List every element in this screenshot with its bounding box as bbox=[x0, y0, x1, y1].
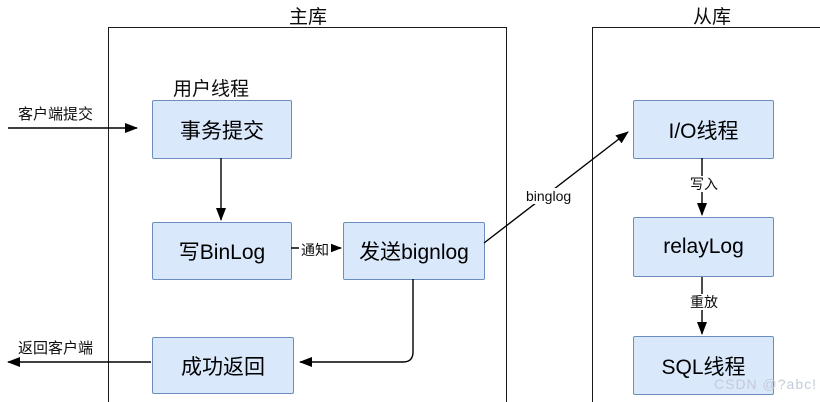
node-relay-log: relayLog bbox=[633, 217, 774, 277]
user-thread-label: 用户线程 bbox=[172, 79, 249, 100]
slave-group-title: 从库 bbox=[692, 7, 731, 28]
label-binglog: binglog bbox=[524, 188, 574, 205]
node-transaction-commit: 事务提交 bbox=[152, 100, 292, 159]
label-write: 写入 bbox=[688, 176, 720, 193]
label-notify: 通知 bbox=[299, 242, 331, 259]
label-return-to-client: 返回客户端 bbox=[18, 340, 94, 357]
node-sql-thread: SQL线程 bbox=[633, 336, 774, 395]
master-group-title: 主库 bbox=[288, 7, 327, 28]
csdn-watermark: CSDN @?abc! bbox=[714, 376, 818, 392]
arrow-binglog-to-io-thread bbox=[483, 131, 629, 244]
node-io-thread: I/O线程 bbox=[633, 100, 774, 159]
label-replay: 重放 bbox=[688, 294, 720, 311]
node-success-return: 成功返回 bbox=[152, 337, 294, 394]
label-client-submit: 客户端提交 bbox=[18, 106, 94, 123]
arrow-send-to-success bbox=[299, 279, 414, 367]
master-group-frame bbox=[108, 27, 507, 402]
node-write-binlog: 写BinLog bbox=[152, 222, 292, 280]
node-send-binlog: 发送bignlog bbox=[343, 222, 485, 280]
slave-group-frame bbox=[592, 27, 820, 402]
